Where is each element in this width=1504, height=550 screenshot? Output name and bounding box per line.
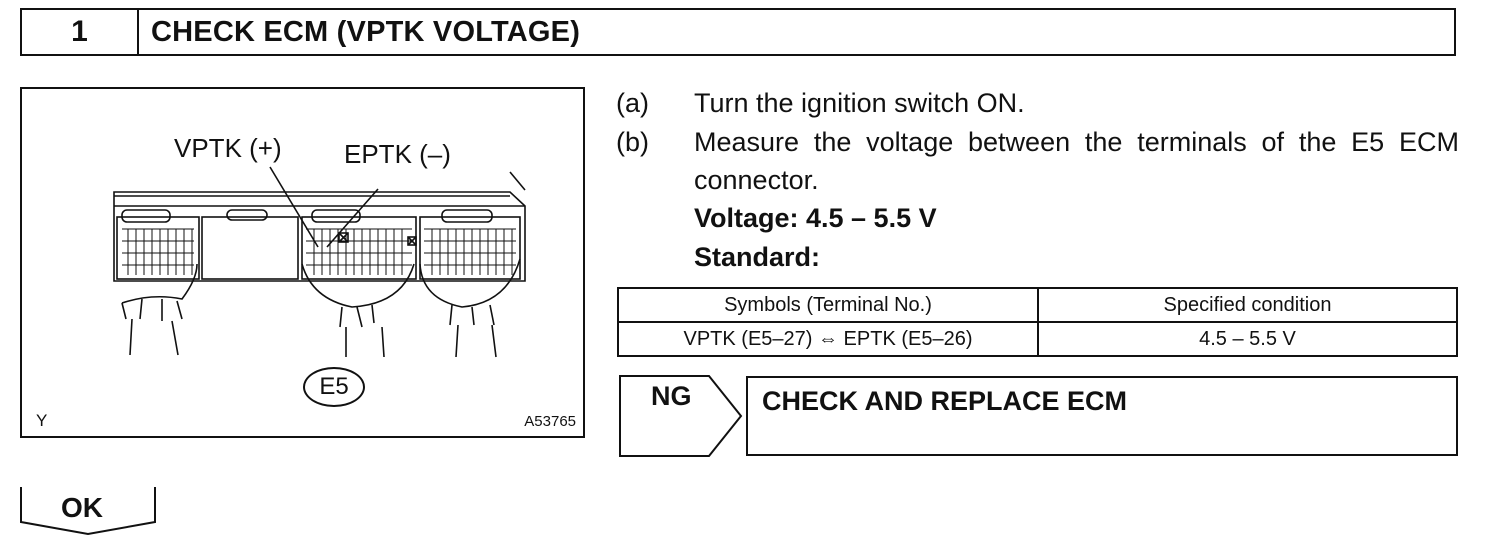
figure-corner-label: Y (36, 411, 48, 430)
step-number: 1 (22, 10, 139, 54)
instruction-text: Measure the voltage between the terminal… (694, 127, 1459, 195)
step-header: 1 CHECK ECM (VPTK VOLTAGE) (20, 8, 1456, 56)
instruction-text: Turn the ignition switch ON. (694, 88, 1025, 118)
eptk-label: EPTK (–) (344, 139, 451, 169)
ok-label: OK (61, 492, 103, 523)
column-header: Specified condition (1037, 287, 1458, 323)
figure-code: A53765 (524, 413, 576, 430)
table-header-row: Symbols (Terminal No.) Specified conditi… (617, 287, 1458, 323)
instruction-key: (b) (616, 127, 649, 157)
standard-label: Standard: (694, 242, 821, 272)
connector-figure: VPTK (+) EPTK (–) E5 Y A53765 (20, 87, 585, 438)
ecm-connector-drawing (113, 166, 526, 358)
connector-e5-label: E5 (303, 367, 365, 407)
table-cell: 4.5 – 5.5 V (1037, 321, 1458, 357)
ok-tag-shape (20, 487, 156, 536)
voltage-spec: Voltage: 4.5 – 5.5 V (694, 203, 937, 233)
table-cell: VPTK (E5–27) ⇔ EPTK (E5–26) (617, 321, 1039, 357)
vptk-label: VPTK (+) (174, 133, 282, 163)
ng-label: NG (651, 381, 692, 411)
instruction-key: (a) (616, 88, 649, 118)
ng-tag-shape (619, 375, 743, 457)
ng-result-box: CHECK AND REPLACE ECM (746, 376, 1458, 456)
column-header: Symbols (Terminal No.) (617, 287, 1039, 323)
table-row: VPTK (E5–27) ⇔ EPTK (E5–26) 4.5 – 5.5 V (617, 321, 1458, 357)
spec-table: Symbols (Terminal No.) Specified conditi… (617, 287, 1458, 357)
step-title: CHECK ECM (VPTK VOLTAGE) (151, 15, 581, 48)
